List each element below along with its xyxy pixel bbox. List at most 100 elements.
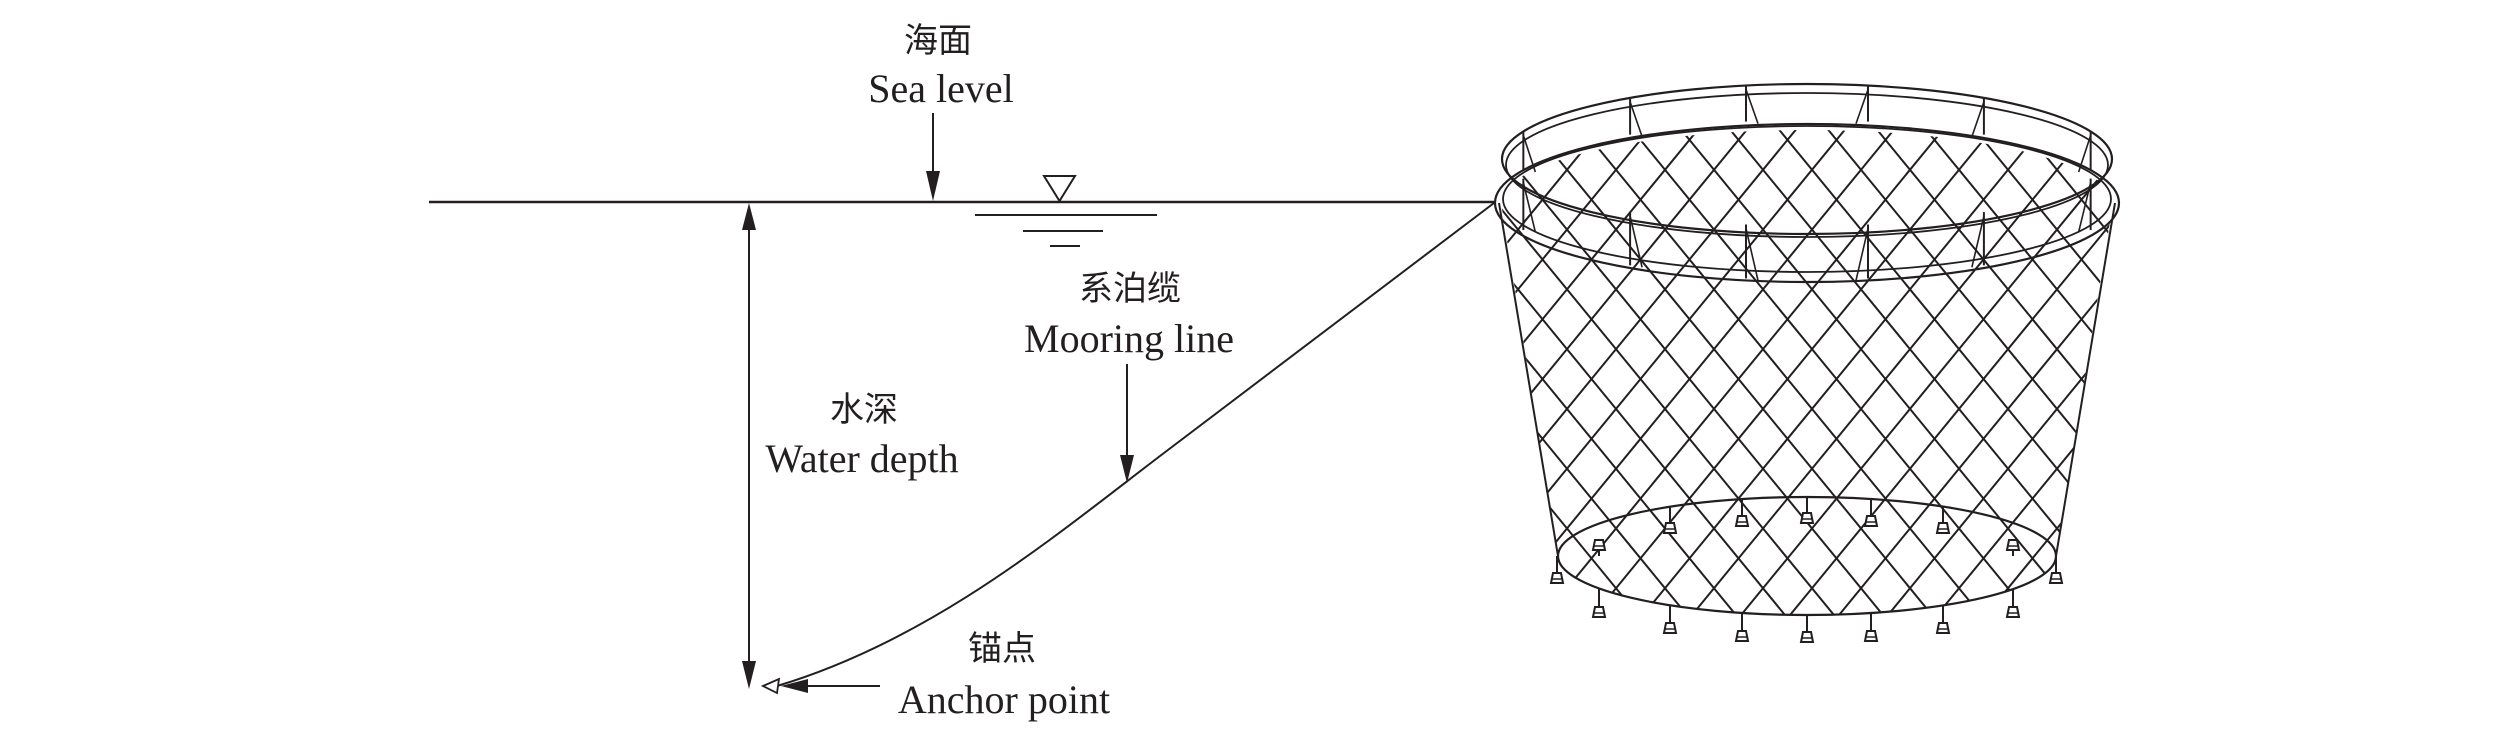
sinker-weights [1549,497,2064,643]
stanchion-front [1745,224,1759,281]
net-mesh-line [953,110,1371,620]
net-mesh-line [708,110,1126,620]
net-mesh-line [979,110,1397,620]
net-mesh-line [561,110,979,620]
net-mesh-line [316,110,734,620]
stanchion-brace [1745,89,1759,124]
water-depth-arrow [742,203,756,689]
water-level-symbol [975,175,1157,247]
net-mesh-line [1638,130,2058,615]
net-mesh-line [1002,110,1420,620]
sinker-weight [1935,506,1951,534]
net-mesh-line [1566,130,1986,615]
net-mesh-line [489,110,907,620]
sinker-weight [1734,612,1750,642]
net-mesh-line [2204,110,2520,620]
net-mesh-line [2325,110,2520,620]
net-mesh-line [783,110,1201,620]
stanchion-back [1522,131,1537,173]
net-mesh-line [1501,130,1568,615]
stanchion-brace [1855,89,1869,124]
net-mesh-line [463,110,881,620]
net-mesh-line [587,110,1005,620]
net-mesh-line [2374,110,2520,620]
sinker-weight [1662,506,1678,534]
net-mesh-line [1958,130,2113,615]
net-mesh-line [855,110,1273,620]
net-mesh-line [1501,130,1692,615]
anchor-point-label-zh: 锚点 [968,629,1036,669]
water-depth-label-zh: 水深 [830,390,898,430]
net-mesh-line [2007,130,2113,615]
net-mesh-line [538,110,956,620]
net-mesh-line [2079,130,2113,615]
stanchion-brace [1629,101,1643,137]
sinker-weight [1734,499,1750,527]
net-mesh-line [806,110,1224,620]
sinker-weight-block [1734,630,1750,642]
net-mesh-line [1501,130,1519,615]
sinker-weight-block [1662,622,1678,634]
stanchion-front [1855,224,1869,281]
stanchion-front [1629,212,1643,268]
stanchion-back [1629,97,1643,137]
net-mesh-line [267,110,685,620]
net-mesh-line [1028,110,1446,620]
net-mesh-line [636,110,1054,620]
net-mesh-line [1501,130,1617,615]
net-mesh-line [1501,130,1666,615]
net-mesh-line [2302,110,2520,620]
sinker-weight-block [1799,631,1815,643]
net-mesh-line [832,110,1250,620]
net-mesh-line [120,110,538,620]
sea-level-arrow [926,113,940,201]
net-mesh-line [2253,110,2520,620]
anchor-point-marker [760,677,781,695]
sinker-weight-block [1591,539,1607,551]
floating-ring-inner [1502,125,2112,273]
net-mesh-line [1860,130,2113,615]
sinker-weight [2048,556,2064,584]
stanchion-brace [2077,135,2092,173]
sinker-weight [1549,556,1565,584]
net-mesh-line [414,110,832,620]
net-mesh-line [1664,130,2084,615]
net-mesh-line [71,110,489,620]
net-mesh [71,110,2520,620]
net-mesh-line [169,110,587,620]
net-mesh-line [734,110,1152,620]
sinker-weight [2005,589,2021,618]
sinker-weight [1591,588,1607,618]
net-mesh-line [2056,130,2113,615]
net-mesh-line [930,110,1348,620]
sinker-weight-block [1935,622,1951,634]
floating-collar [1493,82,2121,284]
net-mesh-line [512,110,930,620]
stanchion-front [1522,178,1537,233]
net-mesh-line [1834,130,2113,615]
stanchion-brace [1629,215,1643,268]
net-wall-left-edge [1498,202,1559,557]
sinker-weight-block [1662,522,1678,534]
stanchion-front [2077,178,2092,233]
sinker-weight [1863,498,1879,527]
net-mesh-line [904,110,1322,620]
net-mesh-line [1932,130,2113,615]
net-mesh-line [2351,110,2520,620]
net-mesh-line [2155,110,2520,620]
stanchion-back [1745,85,1759,124]
net-mesh-line [1501,130,1545,615]
water-depth-label-en: Water depth [765,436,958,481]
sinker-weight-block [1734,515,1750,527]
net-mesh-line [685,110,1103,620]
floating-ring-outer [1493,122,2121,284]
net-wall [71,110,2520,620]
net-mesh-line [2449,110,2520,620]
sea-level-label-zh: 海面 [904,21,972,61]
sea-level-label-en: Sea level [868,66,1014,111]
net-mesh-line [2178,110,2520,620]
stanchion-back [1855,85,1869,124]
mooring-line-arrow [1120,364,1134,483]
sinker-weight-block [1935,522,1951,534]
